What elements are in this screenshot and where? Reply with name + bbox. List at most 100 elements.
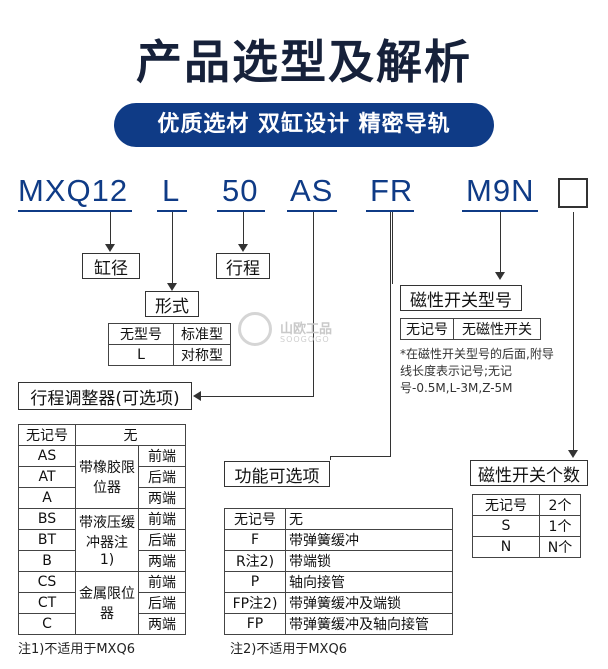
table-cell: 无型号 <box>108 323 174 345</box>
code-bore-underline <box>18 210 132 212</box>
table-row: CT 后端 <box>18 592 186 614</box>
switch-count-label: 磁性开关个数 <box>470 460 588 486</box>
table-row: F 带弹簧缓冲 <box>224 529 453 551</box>
page-title: 产品选型及解析 <box>136 35 472 89</box>
table-row: BS 带液压缓冲器注1) 前端 <box>18 508 186 572</box>
table-cell: 两端 <box>138 550 186 572</box>
stroke-label: 行程 <box>216 253 270 279</box>
table-cell: 带弹簧缓冲及端锁 <box>285 592 453 614</box>
code-switch: M9N <box>466 173 535 208</box>
table-cell: CT <box>18 592 76 614</box>
table-cell: 带弹簧缓冲及轴向接管 <box>285 613 453 635</box>
table-cell: P <box>224 571 286 593</box>
type-label: 形式 <box>145 291 199 317</box>
table-cell: 后端 <box>138 592 186 614</box>
table-cell: 前端 <box>138 571 186 593</box>
table-cell: N <box>472 536 540 558</box>
switch-count-table: 无记号 2个 S 1个 N N个 <box>472 494 581 558</box>
table-cell: FP <box>224 613 286 635</box>
type-arrow <box>167 283 177 291</box>
table-row: 无型号 标准型 <box>108 323 231 345</box>
table-cell: 无 <box>285 508 453 530</box>
switch-model-connector-v <box>392 212 393 284</box>
table-row: AT 后端 <box>18 466 186 488</box>
table-row: BT 后端 <box>18 529 186 551</box>
switch-note: *在磁性开关型号的后面,附导线长度表示记号;无记号-0.5M,L-3M,Z-5M <box>400 347 554 395</box>
code-switch-count-box <box>558 178 588 208</box>
table-row: 无记号 无 <box>224 508 453 530</box>
table-cell: B <box>18 550 76 572</box>
table-cell: 对称型 <box>173 344 231 366</box>
code-adjuster-underline <box>287 210 337 212</box>
code-adjuster: AS <box>290 173 334 208</box>
adjuster-label: 行程调整器(可选项) <box>18 382 192 410</box>
table-cell: 无记号 <box>224 508 286 530</box>
table-row: 无记号 2个 <box>472 494 581 516</box>
table-cell: 标准型 <box>173 323 231 345</box>
adjuster-table: 无记号 无 AS 带橡胶限位器 前端 AT 后端 A 两端 BS 带液压缓冲器注… <box>18 424 186 635</box>
table-cell: F <box>224 529 286 551</box>
code-stroke: 50 <box>222 173 259 208</box>
function-connector-stub <box>330 456 331 460</box>
table-cell: 后端 <box>138 466 186 488</box>
table-cell: N个 <box>539 536 581 558</box>
code-bore: MXQ12 <box>18 173 129 208</box>
table-cell: 无记号 <box>472 494 540 516</box>
switch-count-connector <box>573 212 574 454</box>
watermark-text: 山欧工品 <box>280 322 333 337</box>
function-connector-v <box>390 212 391 456</box>
feature-banner: 优质选材 双缸设计 精密导轨 <box>114 103 494 147</box>
adjuster-note: 注1)不适用于MXQ6 <box>18 642 135 657</box>
switch-model-label: 磁性开关型号 <box>400 285 522 311</box>
table-cell: 前端 <box>138 445 186 467</box>
function-table: 无记号 无 F 带弹簧缓冲 R注2) 带端锁 P 轴向接管 FP注2) 带弹簧缓… <box>224 508 453 635</box>
table-cell: BS <box>18 508 76 530</box>
stroke-arrow <box>238 244 248 252</box>
table-row: C 两端 <box>18 613 186 635</box>
switch-count-arrow <box>568 450 578 458</box>
adjuster-connector-h <box>200 396 314 397</box>
table-cell: CS <box>18 571 76 593</box>
bore-arrow <box>105 244 115 252</box>
type-table: 无型号 标准型 L 对称型 <box>108 323 231 366</box>
table-row: FP 带弹簧缓冲及轴向接管 <box>224 613 453 635</box>
table-cell: S <box>472 515 540 537</box>
switch-model-arrow <box>495 272 505 280</box>
adjuster-connector-v <box>313 212 314 396</box>
table-cell: 后端 <box>138 529 186 551</box>
type-connector <box>172 212 173 288</box>
table-cell: R注2) <box>224 550 286 572</box>
table-cell: AS <box>18 445 76 467</box>
table-cell: A <box>18 487 76 509</box>
group-cell: 带橡胶限位器 <box>75 445 139 509</box>
function-label: 功能可选项 <box>224 461 330 487</box>
watermark-logo-icon <box>238 312 272 346</box>
table-row: 无记号 无磁性开关 <box>400 318 541 340</box>
table-row: N N个 <box>472 536 581 558</box>
code-function-underline <box>366 210 414 212</box>
bore-label: 缸径 <box>82 253 140 279</box>
table-row: P 轴向接管 <box>224 571 453 593</box>
code-type: L <box>162 173 181 208</box>
table-cell: 轴向接管 <box>285 571 453 593</box>
table-cell: AT <box>18 466 76 488</box>
switch-model-connector <box>500 212 501 277</box>
table-row: L 对称型 <box>108 344 231 366</box>
table-row: CS 金属限位器 前端 <box>18 571 186 635</box>
table-cell: 无磁性开关 <box>453 318 541 340</box>
switch-model-table: 无记号 无磁性开关 <box>400 318 541 340</box>
table-row: AS 带橡胶限位器 前端 <box>18 445 186 509</box>
table-row: 无记号 无 <box>18 424 186 446</box>
table-cell: 两端 <box>138 613 186 635</box>
table-cell: BT <box>18 529 76 551</box>
code-function: FR <box>370 173 414 208</box>
table-cell: 前端 <box>138 508 186 530</box>
table-cell: C <box>18 613 76 635</box>
adjuster-arrow <box>193 391 201 401</box>
table-cell: L <box>108 344 174 366</box>
code-stroke-underline <box>217 210 265 212</box>
stroke-connector <box>243 212 244 248</box>
function-connector-h <box>330 456 391 457</box>
table-cell: 1个 <box>539 515 581 537</box>
table-row: S 1个 <box>472 515 581 537</box>
